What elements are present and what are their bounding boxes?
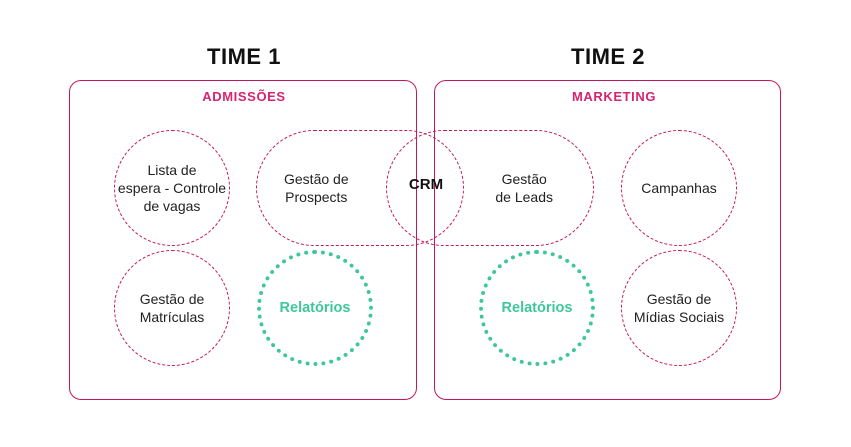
- team-2-area-label: MARKETING: [571, 89, 657, 104]
- crm-label: CRM: [408, 176, 444, 193]
- team-1-title: TIME 1: [207, 44, 281, 69]
- team-1-reports-bubble: Relatórios: [257, 250, 373, 366]
- leads-label: Gestão de Leads: [495, 171, 553, 205]
- social-media-label: Gestão de Mídias Sociais: [633, 291, 725, 325]
- prospects-bubble: Gestão de Prospects: [256, 130, 464, 246]
- campaigns-bubble: Campanhas: [621, 130, 737, 246]
- enrollments-label: Gestão de Matrículas: [139, 291, 205, 325]
- leads-bubble: Gestão de Leads: [386, 130, 594, 246]
- enrollments-bubble: Gestão de Matrículas: [114, 250, 230, 366]
- campaigns-label: Campanhas: [641, 180, 717, 196]
- team-1-reports-label: Relatórios: [279, 300, 351, 316]
- team-2-title: TIME 2: [571, 44, 645, 69]
- team-1-area-label: ADMISSÕES: [202, 89, 286, 104]
- prospects-label: Gestão de Prospects: [284, 171, 349, 205]
- team-2-reports-label: Relatórios: [501, 300, 573, 316]
- social-media-bubble: Gestão de Mídias Sociais: [621, 250, 737, 366]
- team-2-reports-bubble: Relatórios: [479, 250, 595, 366]
- waitlist-bubble: Lista de espera - Controle de vagas: [114, 130, 230, 246]
- waitlist-label: Lista de espera - Controle de vagas: [117, 162, 227, 214]
